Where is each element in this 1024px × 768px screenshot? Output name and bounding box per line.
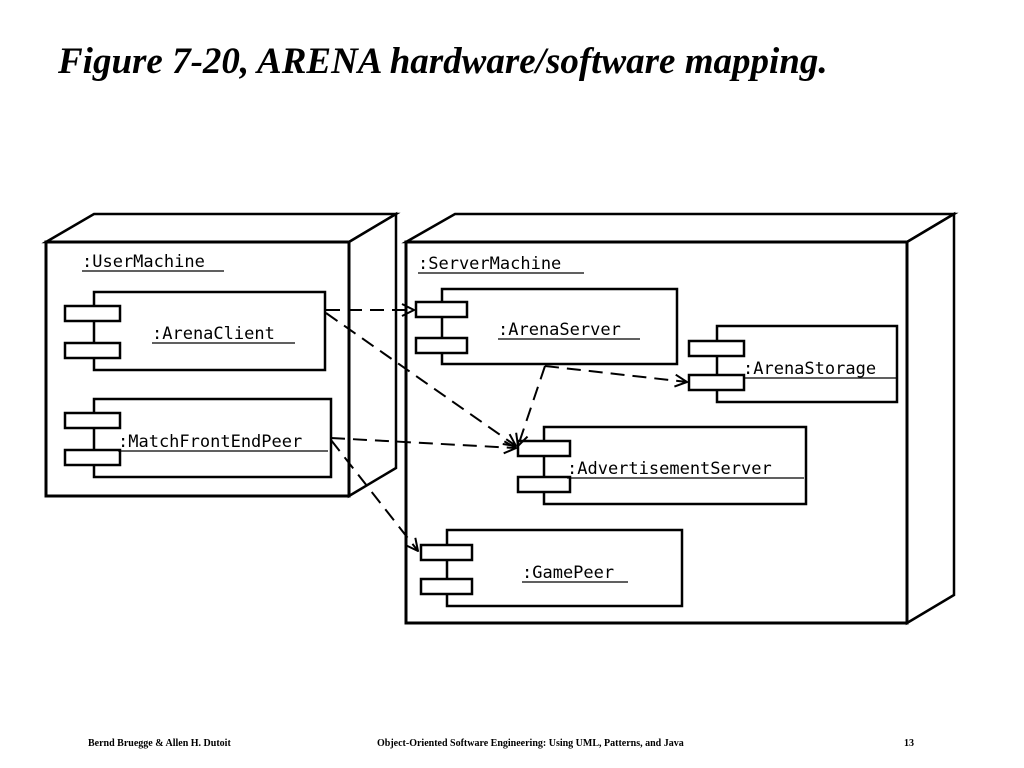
- arena-storage-label: :ArenaStorage: [743, 359, 876, 379]
- dependency-arrow-client-to-adserver: [325, 312, 516, 446]
- advertisement-server-label: :AdvertisementServer: [567, 459, 772, 479]
- arena-storage-component: :ArenaStorage: [687, 324, 899, 404]
- page-title: Figure 7-20, ARENA hardware/software map…: [58, 41, 828, 82]
- game-peer-label: :GamePeer: [522, 563, 614, 583]
- dependency-arrow-arenaserver-to-adserver: [518, 365, 546, 446]
- arena-server-component: :ArenaServer: [414, 287, 679, 366]
- footer-page-number: 13: [904, 738, 914, 749]
- user-machine-label: :UserMachine: [82, 252, 205, 272]
- footer-book-title: Object-Oriented Software Engineering: Us…: [377, 738, 684, 749]
- server-machine-label: :ServerMachine: [418, 254, 561, 274]
- dependency-arrow-matchpeer-to-adserver: [330, 437, 516, 448]
- dependency-arrow-matchpeer-to-gamepeer: [330, 439, 418, 551]
- game-peer-component: :GamePeer: [419, 528, 684, 608]
- footer-authors: Bernd Bruegge & Allen H. Dutoit: [88, 738, 231, 749]
- match-front-end-peer-label: :MatchFrontEndPeer: [118, 432, 302, 452]
- dependency-arrow-arenaserver-to-storage: [544, 365, 687, 382]
- arena-client-component: :ArenaClient: [63, 290, 327, 372]
- match-front-end-peer-component: :MatchFrontEndPeer: [63, 397, 333, 479]
- arena-client-label: :ArenaClient: [152, 324, 275, 344]
- advertisement-server-component: :AdvertisementServer: [516, 425, 808, 506]
- arena-server-label: :ArenaServer: [498, 320, 621, 340]
